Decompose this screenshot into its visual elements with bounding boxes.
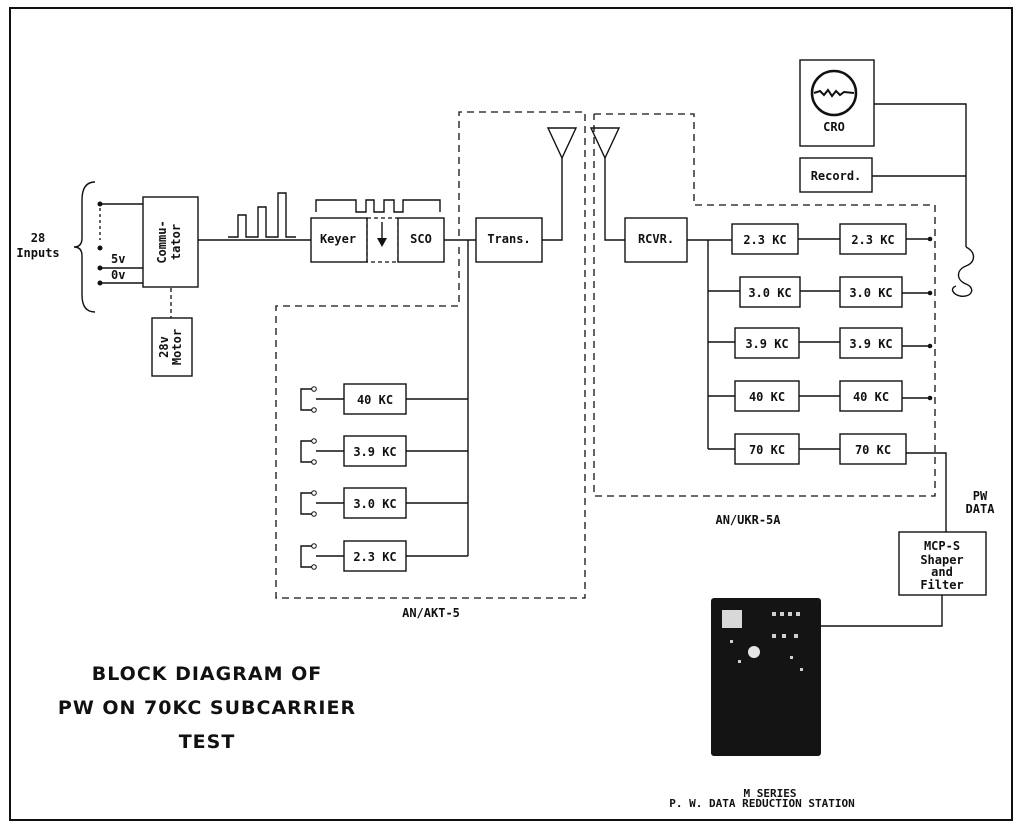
transmitter-group-outline (276, 112, 585, 598)
keyer-label: Keyer (320, 232, 356, 246)
pw-data-label-2: DATA (966, 502, 996, 516)
tx-osc-label: 3.9 KC (353, 445, 396, 459)
fm-waveform (316, 200, 440, 212)
zero-volt-label: 0v (111, 268, 125, 282)
title-line-2: PW ON 70KC SUBCARRIER (58, 697, 356, 719)
five-volt-label: 5v (111, 252, 125, 266)
tx-subcarrier-row: 2.3 KC (301, 541, 468, 571)
transmitter-group-label: AN/AKT-5 (402, 606, 460, 620)
tx-osc-label: 3.0 KC (353, 497, 396, 511)
rx-filter-in-label: 2.3 KC (743, 233, 786, 247)
rx-filter-in-label: 3.9 KC (745, 337, 788, 351)
rx-filter-in-label: 70 KC (749, 443, 785, 457)
rcvr-label: RCVR. (638, 232, 674, 246)
tx-antenna-icon (548, 128, 576, 158)
trans-label: Trans. (487, 232, 530, 246)
tx-subcarrier-row: 40 KC (301, 384, 468, 414)
motor-label-2: Motor (170, 329, 184, 365)
receiver-group-label: AN/UKR-5A (715, 513, 781, 527)
tx-osc-label: 40 KC (357, 393, 393, 407)
sco-label: SCO (410, 232, 432, 246)
motor-label-1: 28v (157, 336, 171, 358)
station-panel-window (722, 610, 742, 628)
rx-filter-row: 3.0 KC 3.0 KC (708, 277, 932, 307)
title-line-1: BLOCK DIAGRAM OF (92, 663, 322, 685)
coupling-arrow-head (377, 238, 387, 247)
mcp-to-station-wire (820, 595, 942, 626)
rx-filter-in-label: 3.0 KC (748, 286, 791, 300)
rx-filter-row: 2.3 KC 2.3 KC (732, 224, 932, 254)
pulse-waveform (228, 193, 296, 237)
coiled-cable-icon (953, 247, 974, 296)
mcp-s-label-3: and (931, 565, 953, 579)
pw-data-wire (906, 453, 946, 532)
pw-data-label-1: PW (973, 489, 988, 503)
inputs-label: Inputs (16, 246, 59, 260)
rx-filter-in-label: 40 KC (749, 390, 785, 404)
station-name-label: P. W. DATA REDUCTION STATION (669, 797, 854, 810)
rx-filter-row: 40 KC 40 KC (708, 381, 932, 411)
rx-filter-out-label: 3.9 KC (849, 337, 892, 351)
rx-antenna-icon (591, 128, 619, 158)
station-knob (748, 646, 760, 658)
rx-antenna-feed (605, 158, 625, 240)
record-label: Record. (811, 169, 862, 183)
rx-filter-row: 3.9 KC 3.9 KC (708, 328, 932, 358)
rx-filter-out-label: 2.3 KC (851, 233, 894, 247)
commutator-label-2: tator (169, 224, 183, 260)
rx-filter-out-label: 70 KC (855, 443, 891, 457)
rx-filter-out-label: 3.0 KC (849, 286, 892, 300)
tx-antenna-feed (542, 158, 562, 240)
cro-label: CRO (823, 120, 845, 134)
rx-filter-out-label: 40 KC (853, 390, 889, 404)
tx-subcarrier-row: 3.0 KC (301, 488, 468, 518)
inputs-brace (74, 182, 95, 312)
tx-subcarrier-row: 3.9 KC (301, 436, 468, 466)
inputs-count-label: 28 (31, 231, 45, 245)
mcp-s-label-4: Filter (920, 578, 963, 592)
commutator-label-1: Commu- (155, 220, 169, 263)
title-line-3: TEST (179, 731, 236, 753)
tx-osc-label: 2.3 KC (353, 550, 396, 564)
mcp-s-label-1: MCP-S (924, 539, 960, 553)
rx-filter-row: 70 KC 70 KC (708, 434, 906, 464)
